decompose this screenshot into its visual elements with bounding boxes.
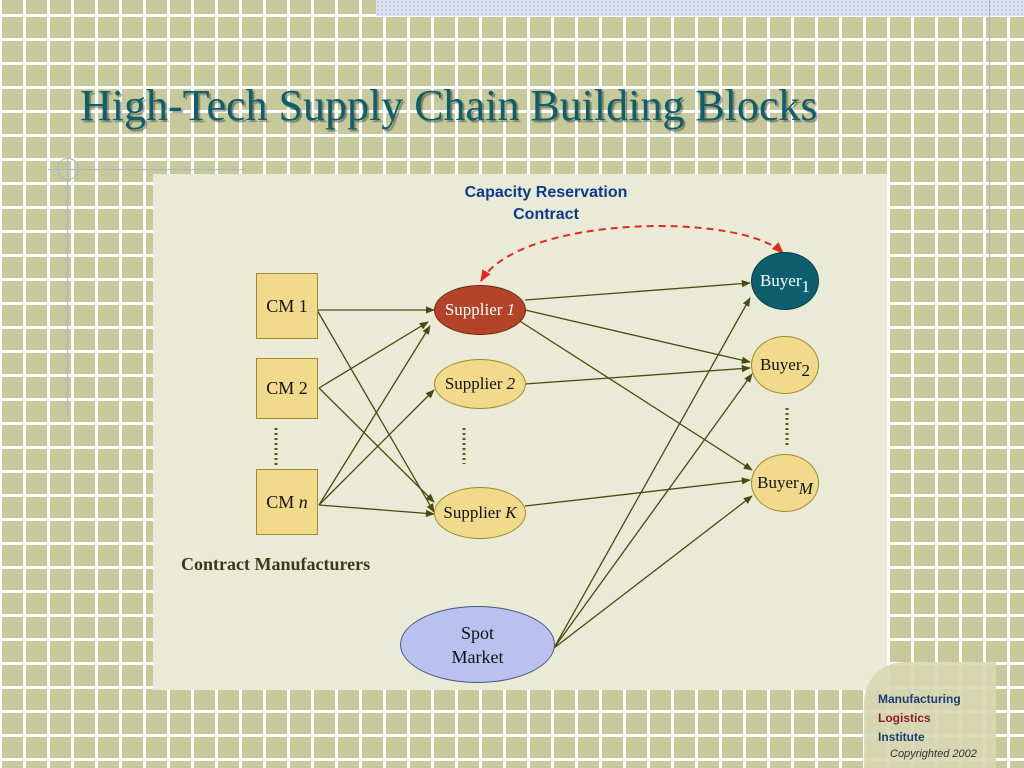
logo-word-manufacturing: Manufacturing xyxy=(878,692,961,706)
edge-supplierk-buyerm xyxy=(524,477,751,507)
spot-market-line-1: Spot xyxy=(460,622,494,643)
slide-title: High-Tech Supply Chain Building Blocks xyxy=(80,81,818,130)
buyer-label: Buyer xyxy=(759,271,802,290)
buyer-index: M xyxy=(798,479,813,498)
contract-label-line-1: Capacity Reservation xyxy=(464,184,628,201)
cm-label: CM 1 xyxy=(266,295,308,316)
edge-supplier2-buyer2 xyxy=(524,364,751,385)
cm-label: CM 2 xyxy=(266,378,308,398)
supplier-index: K xyxy=(505,503,517,522)
cm-box-2: CM 2 xyxy=(256,358,318,419)
edge-supplier1-buyer1 xyxy=(524,279,751,301)
supplier-label: Supplier xyxy=(444,374,507,393)
top-decorative-band xyxy=(376,0,1024,16)
supplier-node-1: Supplier 1 xyxy=(434,285,526,335)
contract-label-line-2: Contract xyxy=(513,206,579,223)
supplier-index: 1 xyxy=(506,300,516,319)
buyer-label: Buyer xyxy=(759,355,802,374)
buyer-label: Buyer xyxy=(757,473,799,492)
edge-cm1-supplierk xyxy=(316,309,435,513)
buyer-index: 1 xyxy=(801,277,811,296)
edge-cmn-supplierk xyxy=(318,504,435,517)
decorative-rule-right xyxy=(989,0,990,262)
title-underline-rule xyxy=(48,169,245,170)
edge-cm2-supplierk xyxy=(318,387,435,503)
edge-cm2-supplier1 xyxy=(318,321,429,389)
edge-supplier1-buyer2 xyxy=(524,309,751,364)
edge-cmn-supplier1 xyxy=(318,325,431,506)
decorative-circle xyxy=(57,158,79,180)
cm-box-1: CM 1 xyxy=(256,273,318,339)
contract-label: Capacity Reservation Contract xyxy=(446,182,646,226)
buyer-index: 2 xyxy=(801,361,811,380)
cm-label: CM xyxy=(266,491,299,512)
logo-background xyxy=(864,662,996,768)
edge-spot-buyerm xyxy=(553,495,753,649)
edge-cmn-supplier2 xyxy=(318,389,435,506)
edge-spot-buyer2 xyxy=(553,373,753,649)
supplier-label: Supplier xyxy=(443,503,506,522)
supplier-node-2: Supplier 2 xyxy=(434,359,526,409)
edge-spot-buyer1 xyxy=(553,297,751,649)
spot-market-node: Spot Market xyxy=(400,606,555,683)
logo-word-logistics: Logistics xyxy=(878,711,931,725)
decorative-rule-left xyxy=(67,158,68,416)
logo-copyright: Copyrighted 2002 xyxy=(890,748,977,760)
supplier-node-k: Supplier K xyxy=(434,487,526,539)
institute-logo: Manufacturing Logistics Institute Copyri… xyxy=(864,662,1024,768)
spot-market-line-2: Market xyxy=(451,646,504,667)
edge-supplier1-buyerm xyxy=(514,317,753,471)
contract-arrow xyxy=(480,225,784,283)
supplier-label: Supplier xyxy=(444,300,507,319)
contract-manufacturers-caption: Contract Manufacturers xyxy=(181,554,371,574)
supplier-index: 2 xyxy=(506,374,516,393)
logo-word-institute: Institute xyxy=(878,730,925,744)
cm-index: n xyxy=(298,491,308,512)
cm-box-n: CM n xyxy=(256,469,318,535)
